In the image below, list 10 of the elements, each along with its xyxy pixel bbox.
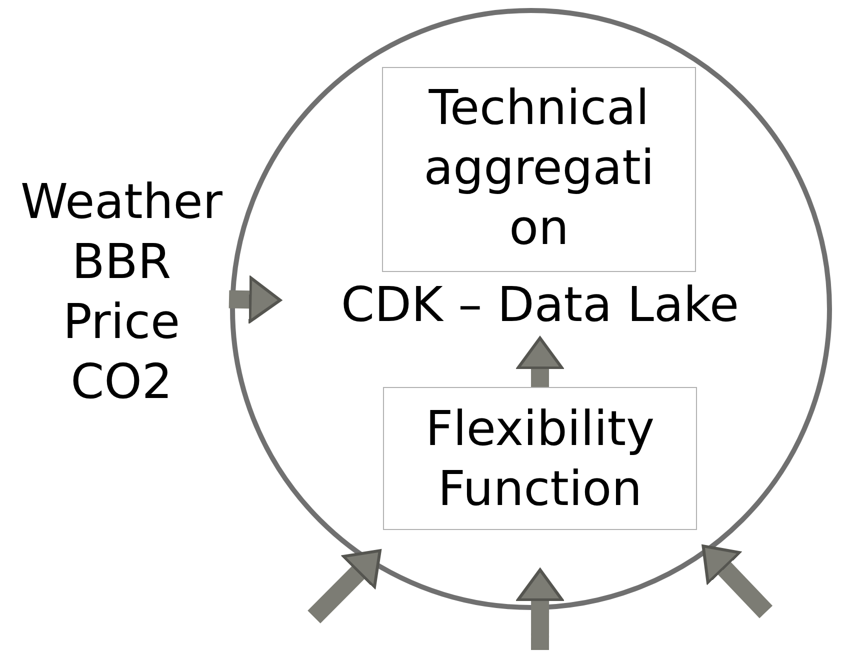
box-label: Technical aggregati on bbox=[422, 79, 656, 258]
arrow bbox=[516, 336, 564, 387]
arrow bbox=[308, 549, 382, 624]
box-label: Flexibility Function bbox=[424, 400, 656, 518]
circle-boundary bbox=[230, 8, 832, 610]
text-label: CDK – Data Lake bbox=[340, 276, 740, 335]
arrow bbox=[516, 568, 564, 650]
arrow bbox=[702, 544, 773, 618]
arrow bbox=[228, 276, 282, 324]
text-label: Weather BBR Price CO2 bbox=[19, 173, 224, 412]
